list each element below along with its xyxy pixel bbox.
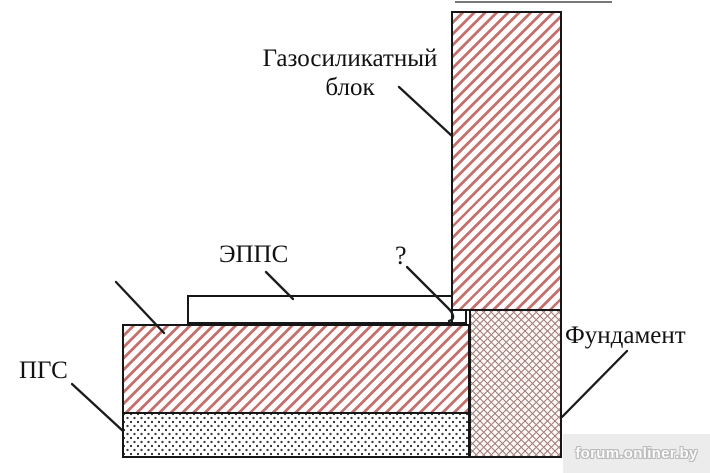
gas-block-label-line1: Газосиликатный bbox=[262, 45, 438, 72]
question-mark-label: ? bbox=[395, 241, 407, 270]
forum-watermark: forum.onliner.by bbox=[563, 434, 710, 473]
unknown-gap-piece bbox=[451, 309, 467, 324]
foundation-label: Фундамент bbox=[565, 322, 686, 349]
leader-line-pgs bbox=[70, 382, 125, 433]
pgs-bedding-layer bbox=[122, 412, 470, 458]
epps-insulation-layer bbox=[187, 295, 453, 324]
gas-silicate-block bbox=[451, 11, 562, 311]
leader-line-foundation bbox=[560, 349, 629, 419]
gas-block-label-line2: блок bbox=[325, 74, 375, 101]
masonry-course-block bbox=[122, 324, 470, 414]
gas-silicate-block-label: Газосиликатный блок bbox=[245, 44, 455, 102]
foundation-block bbox=[469, 309, 562, 458]
top-crop-line bbox=[455, 1, 612, 3]
pgs-label: ПГС bbox=[19, 357, 68, 384]
epps-label: ЭППС bbox=[219, 241, 289, 268]
